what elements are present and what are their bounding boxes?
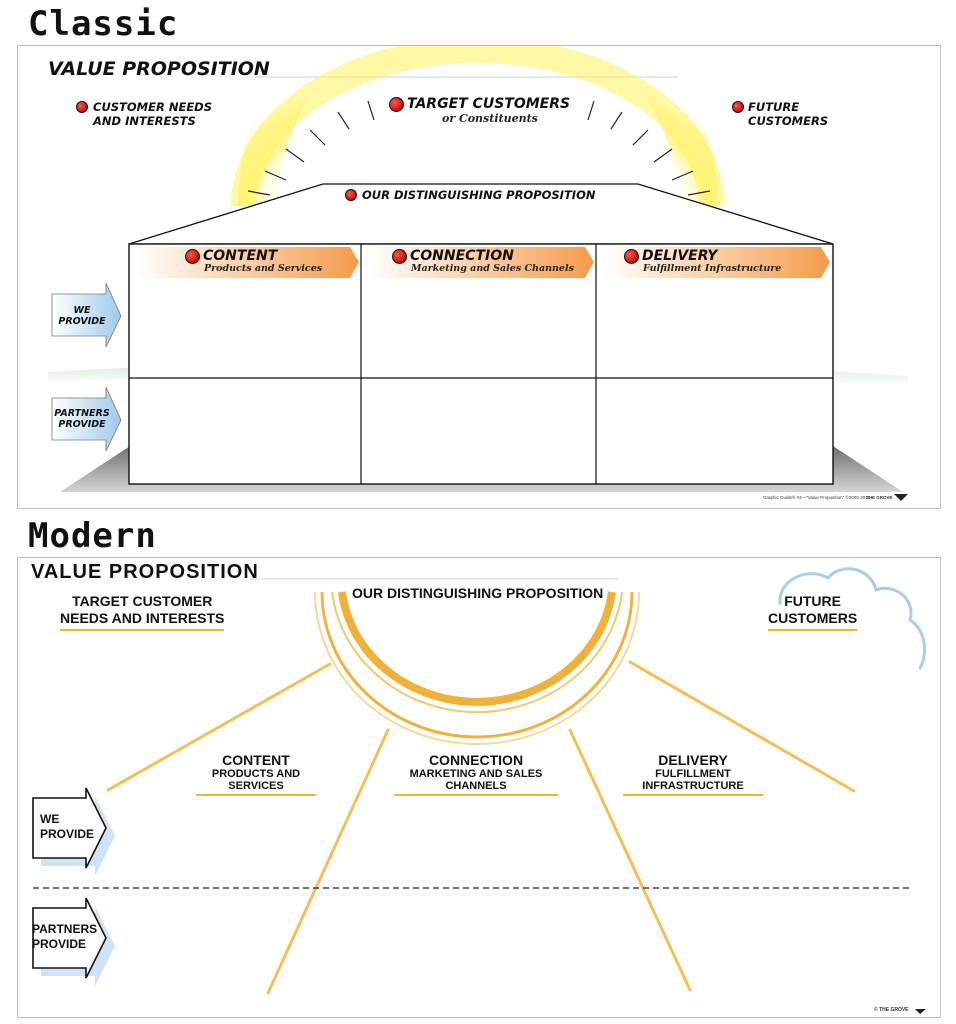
sun-rays bbox=[106, 660, 856, 995]
delivery-label: DELIVERY Fulfillment Infrastructure bbox=[623, 752, 763, 796]
footer-credit: Graphic Guide® #4—"Value Proposition" ©2… bbox=[763, 495, 870, 500]
future-customers-label: FUTURE CUSTOMERS bbox=[768, 593, 858, 631]
sun-rays bbox=[247, 100, 711, 196]
dot-icon bbox=[624, 249, 639, 264]
dot-icon bbox=[345, 189, 357, 201]
connection-arrow bbox=[368, 247, 594, 278]
target-customer-label: TARGET CUSTOMER NEEDS AND INTERESTS bbox=[60, 593, 225, 631]
content-subtitle: Products and Services bbox=[204, 263, 323, 274]
grove-logo-icon bbox=[894, 494, 908, 501]
distinguishing-label: OUR DISTINGUISHING PROPOSITION bbox=[362, 188, 596, 202]
customer-needs-label: CUSTOMER NEEDS AND INTERESTS bbox=[93, 100, 213, 128]
connection-title: CONNECTION bbox=[410, 248, 514, 264]
modern-graphic bbox=[32, 567, 927, 1014]
dot-icon bbox=[76, 101, 88, 113]
we-provide-arrow-icon bbox=[32, 787, 115, 876]
we-provide-label: WE PROVIDE bbox=[58, 305, 106, 327]
cloud-icon bbox=[778, 567, 927, 670]
sun-bowl bbox=[314, 591, 640, 745]
distinguishing-label: OUR DISTINGUISHING PROPOSITION bbox=[352, 585, 604, 601]
house-body bbox=[128, 243, 834, 485]
modern-panel: VALUE PROPOSITION OUR DISTINGUISHING PRO… bbox=[17, 557, 941, 1018]
partners-provide-arrow bbox=[51, 386, 122, 452]
sun-arc-glow bbox=[238, 46, 718, 206]
dot-icon bbox=[185, 249, 200, 264]
classic-header: VALUE PROPOSITION bbox=[48, 58, 270, 80]
classic-section-title: Classic bbox=[28, 4, 179, 44]
connection-subtitle: Marketing and Sales Channels bbox=[411, 263, 574, 274]
grove-logo-icon bbox=[915, 1009, 926, 1014]
sun-arc bbox=[231, 46, 725, 207]
dot-icon bbox=[392, 249, 407, 264]
classic-graphic bbox=[48, 46, 908, 501]
partners-provide-label: PARTNERS PROVIDE bbox=[32, 922, 98, 951]
delivery-arrow bbox=[603, 247, 830, 278]
modern-header: VALUE PROPOSITION bbox=[31, 561, 259, 583]
we-provide-arrow bbox=[51, 282, 122, 348]
dot-icon bbox=[732, 101, 744, 113]
target-customers-sublabel: or Constituents bbox=[442, 112, 538, 125]
connection-label: CONNECTION Marketing and Sales Channels bbox=[394, 752, 558, 796]
content-title: CONTENT bbox=[203, 248, 278, 264]
classic-panel: VALUE PROPOSITION CUSTOMER NEEDS AND INT… bbox=[17, 45, 941, 509]
delivery-subtitle: Fulfillment Infrastructure bbox=[643, 263, 782, 274]
delivery-title: DELIVERY bbox=[642, 248, 718, 264]
footer-brand: © THE GROVE bbox=[874, 1007, 909, 1013]
we-provide-label: WE PROVIDE bbox=[40, 812, 95, 841]
footer-brand: THE GROVE bbox=[866, 495, 893, 500]
partners-provide-label: PARTNERS PROVIDE bbox=[54, 408, 110, 430]
dot-icon bbox=[389, 97, 404, 112]
partners-provide-arrow-icon bbox=[32, 897, 115, 986]
target-customers-label: TARGET CUSTOMERS bbox=[407, 96, 571, 112]
future-customers-label: FUTURE CUSTOMERS bbox=[748, 100, 829, 128]
modern-section-title: Modern bbox=[28, 516, 157, 556]
content-label: CONTENT Products and Services bbox=[196, 752, 316, 796]
